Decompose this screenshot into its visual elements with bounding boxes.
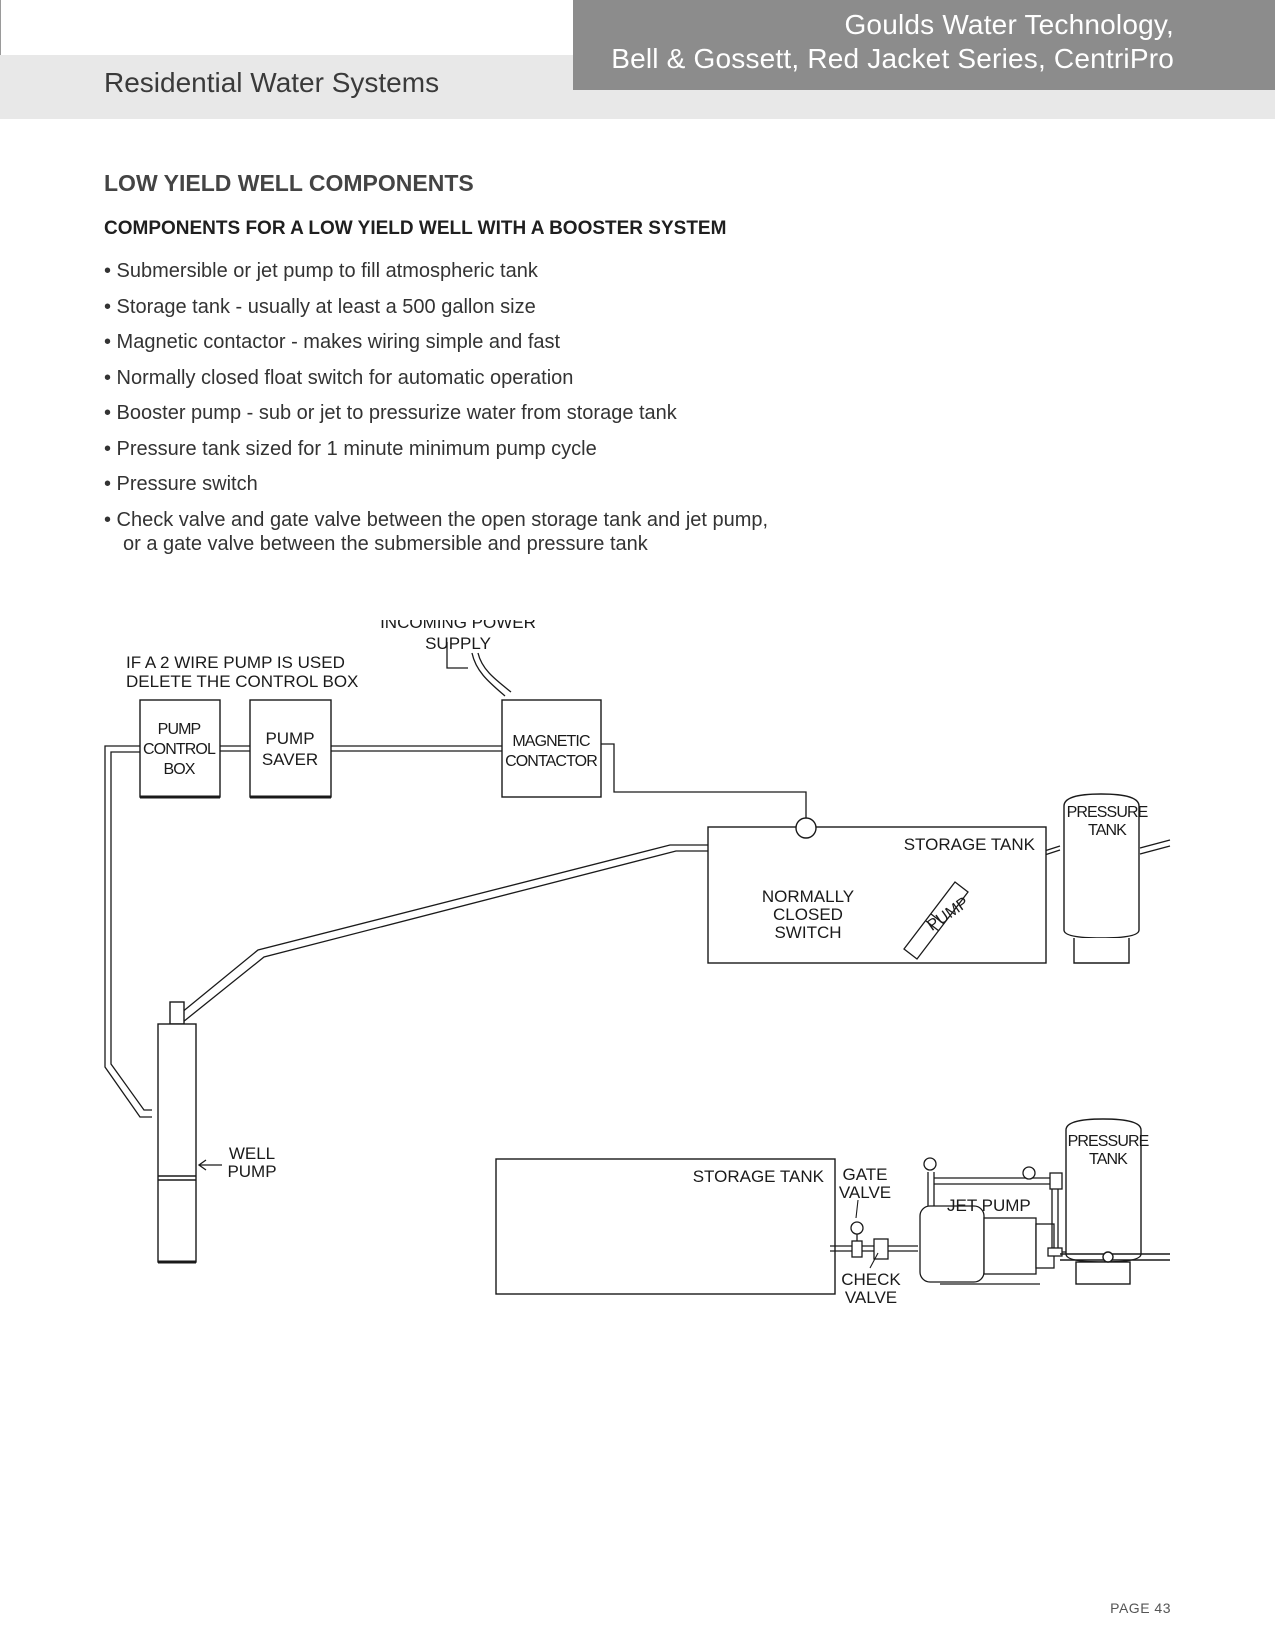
list-item-text: • Check valve and gate valve between the… <box>104 508 769 531</box>
svg-text:DELETE THE CONTROL BOX: DELETE THE CONTROL BOX <box>126 672 358 691</box>
brand-banner: Goulds Water Technology, Bell & Gossett,… <box>573 0 1275 90</box>
list-item: • Magnetic contactor - makes wiring simp… <box>104 331 561 353</box>
svg-text:CONTACTOR: CONTACTOR <box>505 753 597 770</box>
list-item: • Booster pump - sub or jet to pressuriz… <box>104 402 677 424</box>
incoming-power-cable <box>471 652 506 697</box>
two-wire-note: IF A 2 WIRE PUMP IS USED <box>126 653 345 672</box>
well-pump-label: WELL <box>229 1144 275 1163</box>
discharge-pipe-inner <box>177 850 718 1027</box>
page-number: PAGE 43 <box>1110 1600 1171 1616</box>
switch-label: NORMALLY <box>762 887 854 906</box>
header-rule <box>0 0 1 90</box>
storage-sub-pump <box>903 881 969 960</box>
list-item: • Pressure tank sized for 1 minute minim… <box>104 437 597 460</box>
svg-text:CLOSED: CLOSED <box>773 905 843 924</box>
page-subheading: COMPONENTS FOR A LOW YIELD WELL WITH A B… <box>104 218 727 239</box>
upper-outlet-pipe <box>1139 839 1171 849</box>
list-item-continuation: or a gate valve between the submersible … <box>123 532 648 555</box>
lower-pressure-tank-label: PRESSURE <box>1068 1133 1149 1150</box>
discharge-pipe-outer <box>169 844 718 1023</box>
section-title: Residential Water Systems <box>104 67 440 98</box>
low-yield-well-diagram: INCOMING POWER SUPPLY PUMP SAVER NORMALL… <box>0 620 1275 1320</box>
check-valve-label: CHECK <box>841 1270 901 1289</box>
svg-text:TANK: TANK <box>1088 822 1127 839</box>
svg-text:PUMP: PUMP <box>227 1162 276 1181</box>
list-item: • Pressure switch <box>104 473 258 495</box>
pump-saver-box <box>249 699 332 798</box>
list-item: • Storage tank - usually at least a 500 … <box>104 295 536 318</box>
svg-text:SWITCH: SWITCH <box>774 923 841 942</box>
contactor-label: MAGNETIC <box>512 733 590 750</box>
magnetic-contactor-box <box>501 699 602 798</box>
lower-storage-tank-label: STORAGE TANK <box>693 1167 825 1186</box>
wire-contactor-to-switch <box>601 743 807 818</box>
lower-storage-tank <box>495 1158 836 1295</box>
svg-text:BOX: BOX <box>163 761 195 778</box>
lower-pressure-tank <box>1060 1118 1170 1285</box>
power-pointer <box>446 642 468 669</box>
float-switch-circle <box>795 817 817 839</box>
gate-valve-label: GATE <box>842 1165 887 1184</box>
upper-pressure-tank <box>1063 793 1140 964</box>
svg-text:VALVE: VALVE <box>845 1288 897 1307</box>
pump-saver-label: PUMP <box>265 729 314 748</box>
incoming-power-label: INCOMING POWER <box>380 620 536 632</box>
upper-pressure-tank-label: PRESSURE <box>1067 804 1148 821</box>
gate-valve-pointer <box>855 1199 859 1219</box>
brand-line-1: Goulds Water Technology, <box>844 9 1174 40</box>
wire-control-to-well-inner <box>110 751 152 1111</box>
svg-text:TANK: TANK <box>1089 1151 1128 1168</box>
well-pump <box>157 1001 197 1264</box>
upper-storage-tank <box>707 826 1047 964</box>
check-valve-pointer <box>869 1252 879 1269</box>
wire-control-to-well-outer <box>104 745 152 1118</box>
svg-text:SAVER: SAVER <box>262 750 318 769</box>
svg-text:SUPPLY: SUPPLY <box>425 634 491 653</box>
pump-control-box <box>139 699 221 798</box>
page-heading: LOW YIELD WELL COMPONENTS <box>104 170 474 196</box>
jet-pump-assembly <box>830 1157 1066 1285</box>
control-box-label: PUMP <box>158 721 201 738</box>
diagram-svg: INCOMING POWER SUPPLY PUMP SAVER NORMALL… <box>104 620 1171 1307</box>
list-item: • Submersible or jet pump to fill atmosp… <box>104 260 538 282</box>
component-list: • Submersible or jet pump to fill atmosp… <box>104 260 768 569</box>
list-item: • Normally closed float switch for autom… <box>104 366 574 389</box>
svg-text:CONTROL: CONTROL <box>143 741 216 758</box>
brand-line-2: Bell & Gossett, Red Jacket Series, Centr… <box>611 43 1174 74</box>
upper-storage-tank-label: STORAGE TANK <box>904 835 1036 854</box>
svg-text:VALVE: VALVE <box>839 1183 891 1202</box>
jet-pump-label: JET PUMP <box>947 1196 1031 1215</box>
list-item: • Check valve and gate valve between the… <box>104 509 768 569</box>
